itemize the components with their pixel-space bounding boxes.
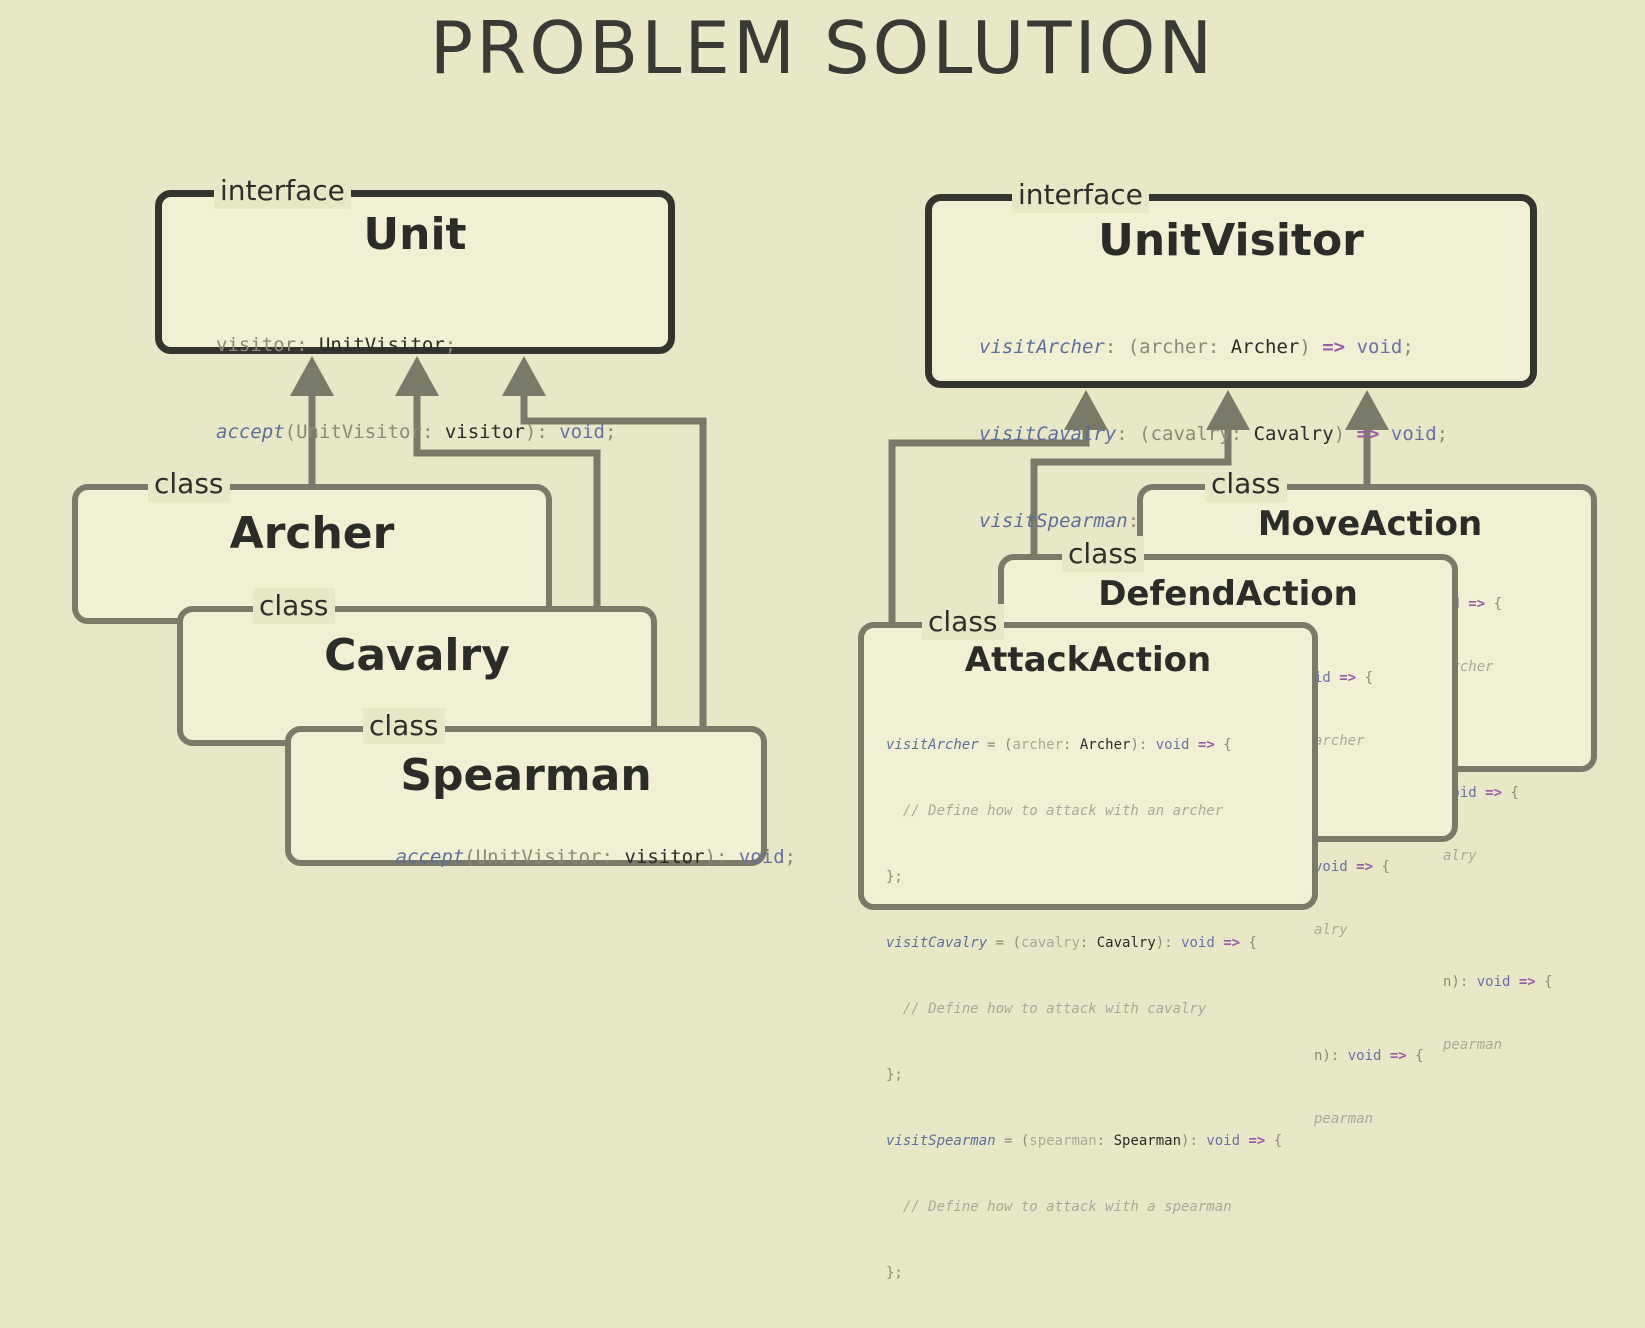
attack-cavalry-param: cavalry (1020, 935, 1080, 951)
class-tag: class (1205, 466, 1287, 502)
arrow-attackaction-to-unitvisitor (888, 428, 1090, 626)
attack-spearman-comment: // Define how to attack with a spearman (902, 1199, 1232, 1215)
visitor-field-type: UnitVisitor (318, 334, 445, 356)
attackaction-body: visitArcher = (archer: Archer): void => … (886, 737, 1283, 1281)
visit-cavalry-type: Cavalry (1253, 423, 1334, 445)
attack-visit-cavalry: visitCavalry (886, 935, 988, 951)
spearman-accept: accept(UnitVisitor: visitor): void; (395, 846, 797, 868)
arrowhead-defendaction (1206, 390, 1250, 430)
class-tag: class (253, 588, 335, 624)
spearman-param-name: visitor (624, 846, 705, 868)
visit-cavalry-method: visitCavalry (979, 423, 1117, 445)
class-tag: class (148, 466, 230, 502)
moveaction-code-fragment: id => { archer void => { alry n): void =… (1443, 596, 1553, 1053)
unit-interface-box: interface Unit visitor: UnitVisitor; acc… (155, 173, 675, 443)
arrow-cavalry-to-unit (413, 392, 601, 606)
accept-method: accept (216, 421, 285, 443)
unitvisitor-name: UnitVisitor (1098, 215, 1364, 266)
attack-visit-spearman: visitSpearman (886, 1133, 996, 1149)
visit-archer-method: visitArcher (979, 336, 1105, 358)
spearman-class-box: class Spearman accept(UnitVisitor: visit… (285, 708, 796, 868)
class-tag: class (922, 604, 1004, 640)
accept-param-type: UnitVisitor (296, 421, 422, 443)
attackaction-name: AttackAction (964, 640, 1212, 680)
attack-archer-type: Archer (1079, 737, 1131, 753)
unit-name: Unit (363, 209, 467, 260)
attack-archer-comment: // Define how to attack with an archer (902, 803, 1224, 819)
visit-archer-type: Archer (1230, 336, 1300, 358)
attack-archer-param: archer (1012, 737, 1064, 753)
defendaction-code-fragment: id => { archer void => { alry n): void =… (1314, 670, 1424, 1127)
attack-archer-return: void (1155, 737, 1190, 753)
page-title: PROBLEM SOLUTION (429, 6, 1216, 90)
spearman-param-type: UnitVisitor (475, 846, 602, 868)
attack-spearman-return: void (1206, 1133, 1241, 1149)
visit-spearman-method: visitSpearman (979, 510, 1128, 532)
visitor-field: visitor (216, 334, 297, 356)
diagram-canvas: PROBLEM SOLUTION interface Unit visitor:… (72, 6, 1597, 1281)
arrow-defendaction-to-unitvisitor (1030, 428, 1232, 558)
arrowhead-attackaction (1064, 390, 1108, 430)
arrowhead-archer (290, 356, 334, 396)
attack-cavalry-type: Cavalry (1096, 935, 1156, 951)
attack-cavalry-comment: // Define how to attack with cavalry (902, 1001, 1207, 1017)
visit-archer-param: archer (1139, 336, 1208, 358)
accept-return-type: void (559, 421, 605, 443)
unitvisitor-interface-box: interface UnitVisitor visitArcher: (arch… (925, 177, 1537, 532)
attack-spearman-type: Spearman (1113, 1133, 1182, 1149)
attack-spearman-param: spearman (1029, 1133, 1097, 1149)
spearman-return-type: void (738, 846, 785, 868)
interface-tag: interface (1012, 177, 1149, 213)
arrowhead-moveaction (1345, 390, 1389, 430)
spearman-name: Spearman (400, 750, 652, 801)
visit-cavalry-return: void (1390, 423, 1437, 445)
interface-tag: interface (214, 173, 351, 209)
defendaction-name: DefendAction (1098, 574, 1358, 614)
unit-members: visitor: UnitVisitor; accept(UnitVisitor… (216, 334, 617, 443)
cavalry-name: Cavalry (324, 630, 510, 681)
class-tag: class (363, 708, 445, 744)
moveaction-name: MoveAction (1257, 504, 1483, 544)
arrowhead-cavalry (395, 356, 439, 396)
visit-archer-return: void (1356, 336, 1403, 358)
inheritance-arrows (290, 356, 1389, 726)
accept-param-name: visitor (444, 421, 525, 443)
attack-cavalry-return: void (1181, 935, 1215, 951)
arrow-spearman-to-unit (520, 392, 707, 726)
arrowhead-spearman (502, 356, 546, 396)
spearman-accept-method: accept (395, 846, 465, 868)
archer-name: Archer (229, 508, 395, 559)
class-tag: class (1062, 536, 1144, 572)
visit-cavalry-param: cavalry (1150, 423, 1231, 445)
attackaction-class-box: class AttackAction visitArcher = (archer… (858, 604, 1318, 1281)
attack-visit-archer: visitArcher (886, 737, 979, 753)
